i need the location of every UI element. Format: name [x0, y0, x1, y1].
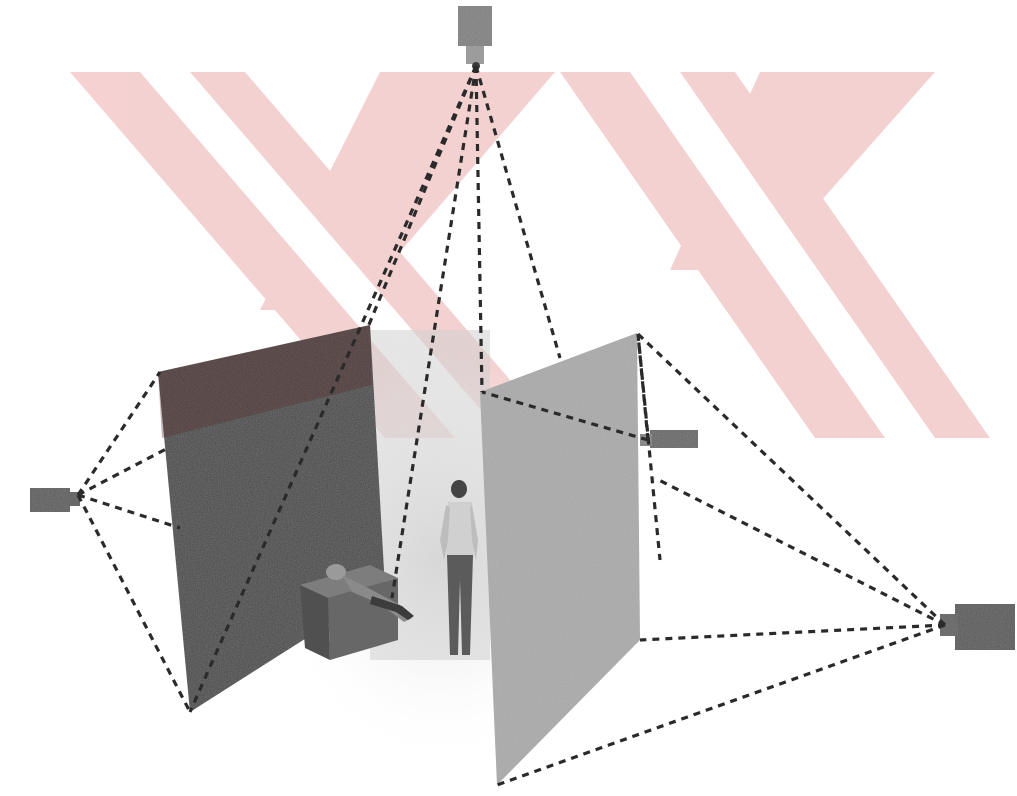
- beam-rightfar-to-screen-bottom: [640, 625, 945, 640]
- beam-left-to-screen-top: [78, 372, 160, 495]
- projector-left: [30, 488, 80, 512]
- beam-left-to-screen-upper: [78, 448, 168, 495]
- standing-person-torso: [446, 502, 474, 555]
- seated-person-head: [326, 564, 346, 580]
- beam-rightfar-to-screen-mid: [655, 478, 945, 625]
- projector-top: [458, 6, 492, 70]
- standing-person-head: [451, 480, 467, 498]
- projector-right-far: [940, 604, 1015, 650]
- right-projection-screen: [480, 333, 640, 785]
